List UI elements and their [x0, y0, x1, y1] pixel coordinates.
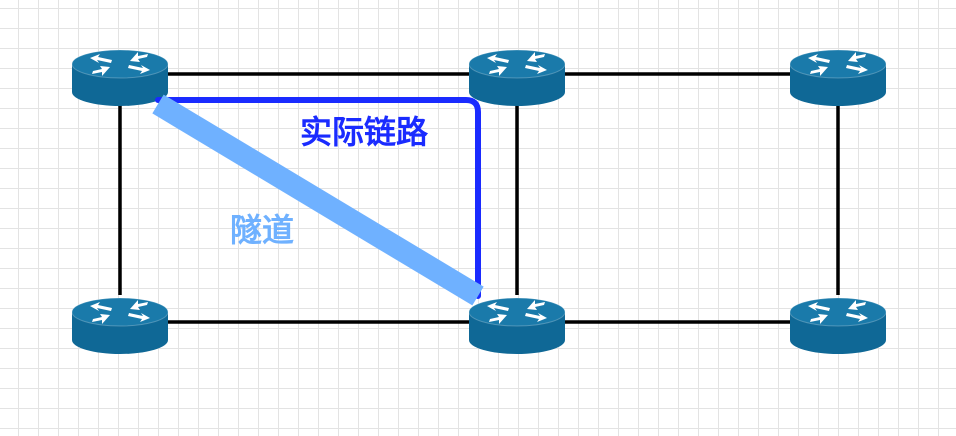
router-icon	[789, 297, 887, 355]
router-icon	[468, 49, 566, 107]
router-icon	[71, 297, 169, 355]
tunnel-label: 隧道	[230, 211, 294, 249]
router-icon	[468, 297, 566, 355]
links-layer	[118, 72, 840, 324]
tunnel-path	[152, 94, 484, 306]
actual-link-path	[155, 97, 481, 299]
router-icon	[789, 49, 887, 107]
actual-link-label: 实际链路	[300, 113, 429, 151]
router-icon	[71, 49, 169, 107]
